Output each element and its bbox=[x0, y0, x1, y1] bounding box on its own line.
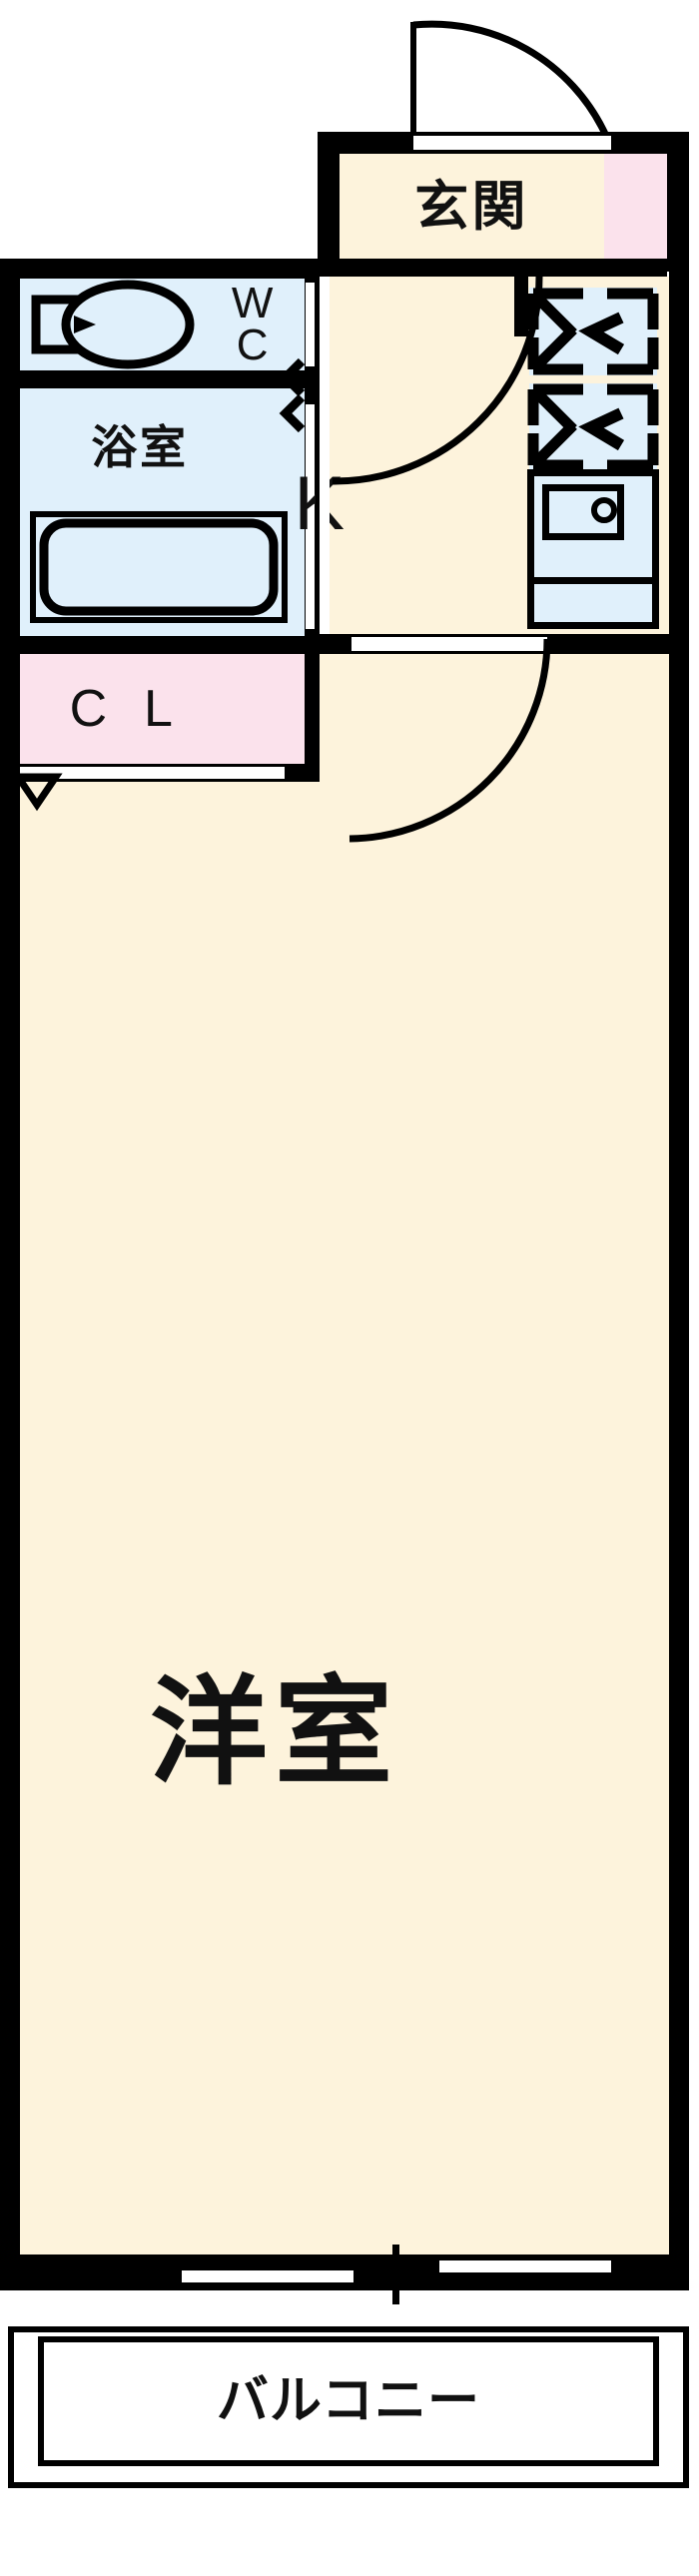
closet-wall-right bbox=[305, 654, 320, 782]
balcony-inner bbox=[38, 2336, 659, 2466]
room-closet bbox=[20, 654, 305, 764]
outer-wall-right-top bbox=[667, 132, 689, 272]
kitchen-wall-left bbox=[316, 277, 320, 634]
outer-wall-left bbox=[0, 259, 20, 2290]
wc-door-gap bbox=[306, 283, 315, 366]
genkan-wall-bottom bbox=[318, 259, 667, 277]
room-wc bbox=[20, 279, 320, 370]
storage-wall-left bbox=[514, 277, 528, 336]
bathtub bbox=[30, 511, 288, 623]
room-washitsu-main bbox=[20, 782, 669, 2254]
balcony-door-centre-mullion bbox=[392, 2245, 399, 2304]
shoe-cabinet bbox=[604, 154, 667, 272]
room-corridor bbox=[320, 654, 669, 784]
storage-lower bbox=[529, 383, 657, 471]
closet-door-gap bbox=[20, 767, 285, 779]
wc-wall-top bbox=[0, 259, 340, 279]
room-genkan bbox=[340, 154, 604, 259]
room-door-threshold bbox=[351, 637, 547, 651]
entrance-door-jamb bbox=[410, 22, 416, 139]
entrance-door-arc bbox=[412, 20, 609, 136]
balcony-door-leaf-right bbox=[439, 2260, 611, 2272]
kitchen-door-gap bbox=[320, 277, 330, 634]
genkan-wall-left bbox=[318, 132, 340, 272]
faucet-icon bbox=[591, 497, 617, 523]
bath-wall-bottom bbox=[0, 636, 320, 654]
bath-door-gap bbox=[306, 404, 315, 629]
entrance-threshold-gap bbox=[413, 136, 611, 150]
balcony-door-leaf-left bbox=[182, 2270, 353, 2282]
outer-wall-right bbox=[669, 259, 689, 2290]
sink-basin bbox=[542, 484, 624, 540]
storage-upper bbox=[529, 288, 657, 375]
sink-drainboard-line bbox=[534, 577, 652, 584]
wc-bath-partition bbox=[0, 370, 320, 388]
